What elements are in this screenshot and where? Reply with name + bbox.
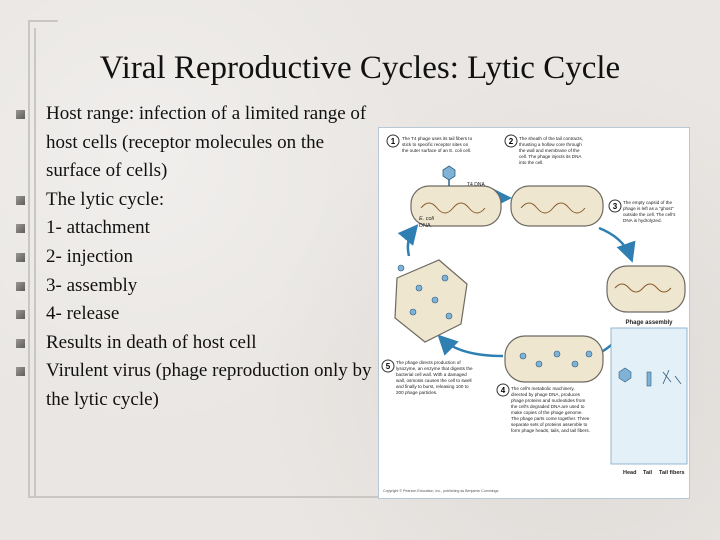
frame-line-vertical-outer: [28, 20, 30, 498]
lytic-cycle-diagram: 1 The T4 phage uses its tail fibers to s…: [381, 134, 688, 493]
tail-fibers-label: Tail fibers: [659, 470, 685, 476]
bullet-text: Results in death of host cell: [46, 331, 257, 353]
host-dna-2: [520, 202, 586, 214]
square-bullet-icon: [16, 338, 25, 348]
bullet-item: Results in death of host cell: [16, 329, 381, 358]
cycle-arrow-5-1: [397, 224, 419, 257]
ecoli-dna-label: DNA: [419, 223, 431, 229]
new-phages: [519, 350, 593, 368]
step-5-text: The phage directs production of lysozyme…: [396, 360, 474, 395]
square-bullet-icon: [16, 310, 25, 320]
step-5-badge: [381, 359, 395, 373]
burst-cell: [394, 259, 468, 343]
bullet-text: 3- assembly: [46, 274, 138, 296]
lytic-cycle-figure: 1 The T4 phage uses its tail fibers to s…: [378, 127, 690, 499]
assembling-cell: [504, 335, 604, 383]
step-4-badge: [496, 383, 510, 397]
step-3-text: The empty capsid of the phage is left as…: [623, 200, 677, 223]
step-2-badge: [504, 134, 518, 148]
bullet-list: Host range: infection of a limited range…: [16, 100, 381, 415]
frame-line-vertical-inner: [34, 28, 36, 498]
t4-dna-label: T4 DNA: [467, 182, 485, 188]
square-bullet-icon: [16, 224, 25, 234]
square-bullet-icon: [16, 281, 25, 291]
square-bullet-icon: [16, 367, 25, 377]
bullet-text: 2- injection: [46, 245, 134, 267]
phage-assembly-label: Phage assembly: [625, 320, 673, 326]
bullet-item: 4- release: [16, 300, 381, 329]
cycle-arrow-2-3: [598, 226, 636, 263]
bullet-text: 1- attachment: [46, 217, 150, 239]
head-label: Head: [623, 470, 636, 476]
bullet-text: 4- release: [46, 303, 120, 325]
square-bullet-icon: [16, 252, 25, 262]
step-4-text: The cell's metabolic machinery, directed…: [511, 386, 591, 433]
bullet-text: The lytic cycle:: [46, 188, 165, 210]
ecoli-cell-3: [606, 265, 686, 313]
bullet-item: Host range: infection of a limited range…: [16, 100, 381, 186]
copyright-credit: Copyright © Pearson Education, Inc., pub…: [383, 489, 499, 493]
bullet-item: 1- attachment: [16, 214, 381, 243]
step-3-badge: [608, 199, 622, 213]
frame-line-bottom: [28, 496, 378, 498]
step-3-number: 3: [613, 202, 618, 211]
phage-assembly-box: [610, 327, 688, 465]
bullet-item: The lytic cycle:: [16, 186, 381, 215]
ecoli-cell-2: [510, 185, 604, 227]
phage-icon: [442, 165, 456, 186]
step-2-number: 2: [509, 137, 514, 146]
bullet-text: Virulent virus (phage reproduction only …: [46, 360, 372, 410]
bullet-text: Host range: infection of a limited range…: [46, 103, 367, 182]
step-5-number: 5: [386, 362, 391, 371]
slide-title: Viral Reproductive Cycles: Lytic Cycle: [99, 50, 621, 86]
square-bullet-icon: [16, 195, 25, 205]
ecoli-cell-1: [410, 185, 502, 227]
step-4-number: 4: [501, 386, 506, 395]
step-2-text: The sheath of the tail contracts, thrust…: [519, 136, 584, 165]
bullet-item: 2- injection: [16, 243, 381, 272]
step-1-badge: [386, 134, 400, 148]
tail-label: Tail: [643, 470, 653, 476]
cycle-arrow-4-5: [437, 334, 504, 358]
phage-parts-icon: [618, 367, 682, 387]
square-bullet-icon: [16, 110, 25, 119]
released-phages: [397, 264, 453, 320]
host-dna-1: [420, 202, 486, 214]
step-1-text: The T4 phage uses its tail fibers to sti…: [402, 136, 473, 153]
hydrolyzed-dna: [614, 283, 672, 293]
step-1-number: 1: [391, 137, 396, 146]
frame-line-top: [28, 20, 58, 22]
bullet-item: Virulent virus (phage reproduction only …: [16, 357, 381, 414]
bullet-item: 3- assembly: [16, 272, 381, 301]
ecoli-label: E. coli: [419, 216, 435, 222]
